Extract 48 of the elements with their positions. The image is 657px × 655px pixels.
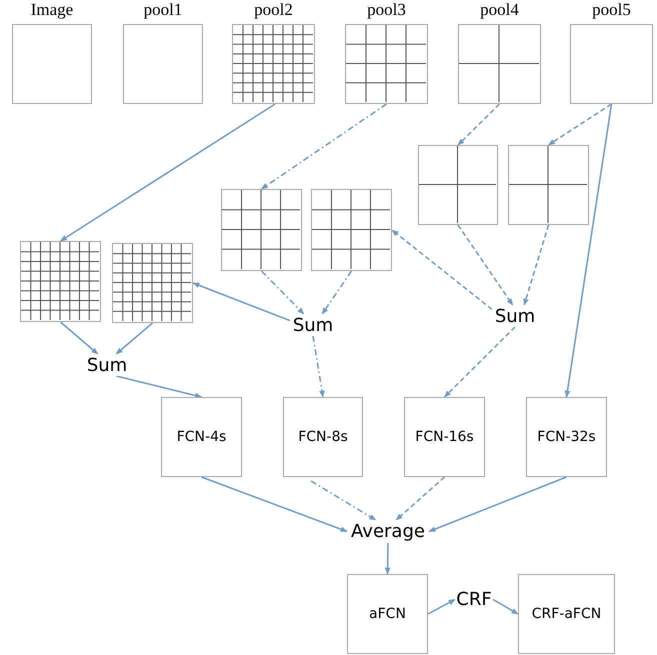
model-box: aFCN [347,574,428,654]
arrow [444,326,516,398]
operation-label: Average [347,520,429,543]
arrow [260,270,304,315]
layer-heading: pool4 [479,0,520,20]
feature-map-grid [418,145,498,225]
feature-map [345,24,428,104]
arrow [457,224,514,306]
feature-map-grid [221,189,302,271]
arrow [192,282,290,322]
feature-map-grid [112,243,193,323]
layer-heading: Image [30,0,74,20]
model-box: FCN-16s [404,397,485,477]
arrow [492,598,519,615]
arrow [457,103,500,146]
feature-map-grid [311,189,392,271]
layer-heading: pool1 [142,0,184,20]
arrow [116,375,202,398]
arrow [523,224,550,306]
arrow [322,270,352,315]
arrow [116,322,153,355]
feature-map-grid [20,241,101,322]
arrow [548,103,612,146]
arrow [60,321,98,355]
layer-heading: pool5 [591,0,632,20]
arrow [312,336,325,398]
feature-map [12,24,92,104]
arrow [201,476,348,532]
arrow [60,103,276,242]
arrow [310,480,376,521]
model-box: FCN-32s [526,397,607,477]
feature-map [458,24,541,104]
layer-heading: pool3 [366,0,407,20]
layer-heading: pool2 [253,0,294,20]
arrow [428,598,456,615]
arrow [396,476,445,521]
model-box: CRF-aFCN [518,574,615,654]
arrow [564,104,612,398]
feature-map-grid [508,145,589,225]
feature-map [123,24,203,104]
arrow [391,229,492,310]
feature-map [570,24,653,104]
model-box: FCN-8s [283,397,363,477]
feature-map [232,24,315,104]
arrow [260,103,387,190]
arrow [384,542,390,575]
model-box: FCN-4s [161,397,242,477]
arrow [428,476,567,532]
